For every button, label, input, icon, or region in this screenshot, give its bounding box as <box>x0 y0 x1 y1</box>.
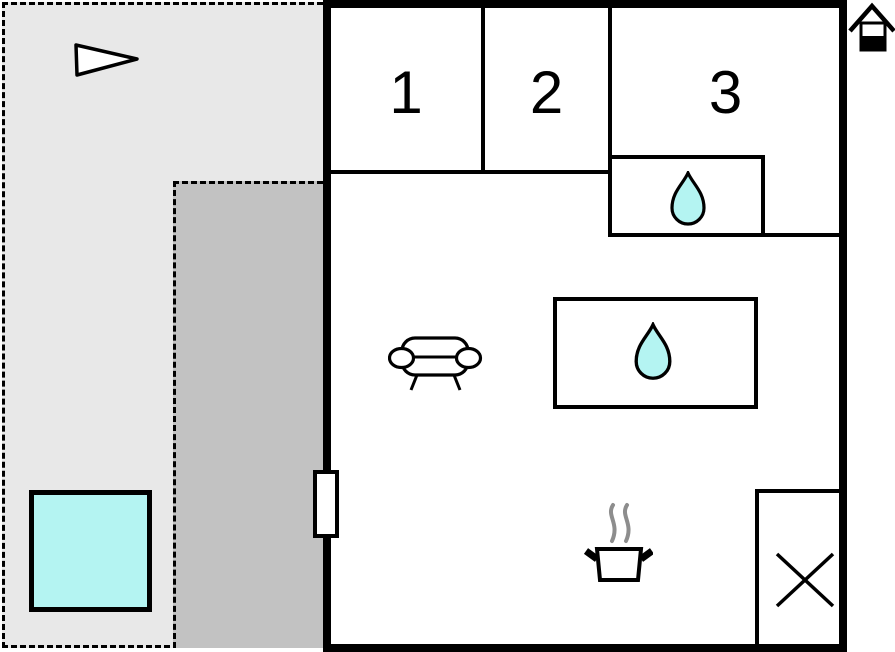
direction-arrow-icon <box>73 41 141 78</box>
wall-below-room3 <box>608 233 839 237</box>
cooking-pot-steam-icon <box>583 501 653 586</box>
bathroom-box <box>553 297 758 409</box>
wall-between-room2-room3 <box>608 8 612 237</box>
room-3-label: 3 <box>708 59 743 126</box>
wall-utility-left <box>755 489 759 644</box>
wall-between-room1-room2 <box>481 8 485 173</box>
wall-below-rooms-1-2 <box>331 170 612 174</box>
wall-bathroom-right <box>761 155 765 237</box>
wall-bathroom-top <box>608 155 765 159</box>
water-drop-icon <box>668 171 708 227</box>
house-icon <box>848 2 895 52</box>
pool-square <box>29 490 152 612</box>
x-cross-icon <box>773 551 837 609</box>
sofa-icon <box>388 331 483 393</box>
room-2-label: 2 <box>529 59 564 126</box>
wall-utility-top <box>755 489 839 493</box>
room-1-label: 1 <box>389 59 423 126</box>
water-drop-icon <box>632 322 674 382</box>
terrace-inner-area <box>173 181 323 648</box>
door-rectangle <box>313 470 339 538</box>
